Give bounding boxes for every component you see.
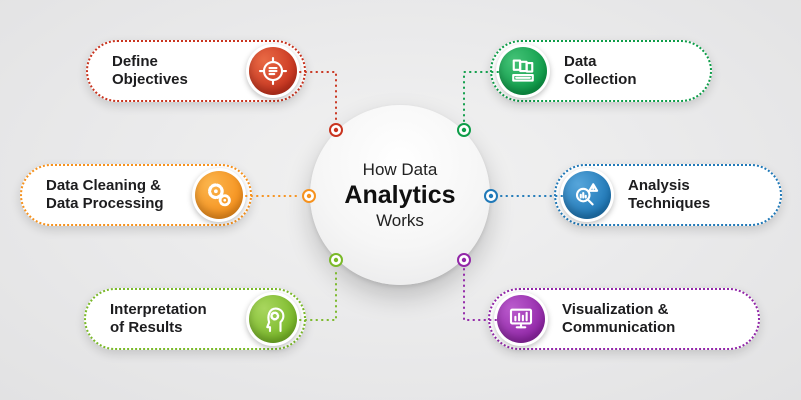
center-title-line3: Works <box>376 210 424 230</box>
magnifier-chart-icon <box>560 168 614 222</box>
item-card-analysis-techniques: Analysis Techniques <box>554 164 782 226</box>
connector-define-objectives <box>299 71 343 137</box>
item-card-data-cleaning-processing: Data Cleaning & Data Processing <box>20 164 252 226</box>
center-title-line1: How Data <box>362 159 438 179</box>
item-card-data-collection: Data Collection <box>490 40 712 102</box>
item-label: Visualization & Communication <box>562 301 676 336</box>
item-card-interpretation-of-results: Interpretation of Results <box>84 288 306 350</box>
gears-icon <box>192 168 246 222</box>
target-document-icon <box>246 44 300 98</box>
item-label: Define Objectives <box>112 53 188 88</box>
item-label: Data Cleaning & Data Processing <box>46 177 164 212</box>
item-label: Data Collection <box>564 53 637 88</box>
center-circle: How Data Analytics Works <box>310 105 490 285</box>
item-label: Analysis Techniques <box>628 177 711 212</box>
connector-data-cleaning-processing <box>245 189 316 203</box>
item-card-visualization-communication: Visualization & Communication <box>488 288 760 350</box>
head-gear-icon <box>246 292 300 346</box>
monitor-chart-icon <box>494 292 548 346</box>
item-card-define-objectives: Define Objectives <box>86 40 306 102</box>
item-label: Interpretation of Results <box>110 301 207 336</box>
documents-icon <box>496 44 550 98</box>
center-title-line2: Analytics <box>344 180 456 209</box>
connector-interpretation-of-results <box>299 253 343 321</box>
connector-analysis-techniques <box>484 189 563 203</box>
